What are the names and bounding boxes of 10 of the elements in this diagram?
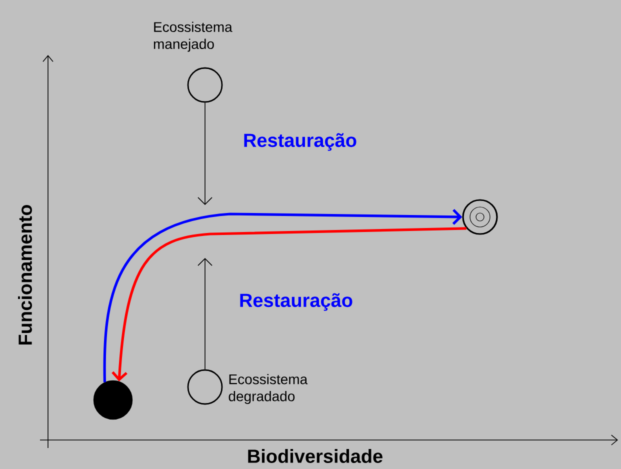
concentric-circle [462, 199, 498, 235]
node-label: Ecossistema manejado [154, 22, 232, 52]
node-label: Ecossistema degradado [228, 374, 308, 404]
edge-label: Restauração [238, 292, 354, 312]
edge-label: Restauração [242, 132, 358, 152]
arrow [198, 258, 212, 370]
axis-label: Funcionamento [18, 205, 32, 344]
axis-label: Biodiversidade [248, 449, 382, 463]
filled-circle [93, 380, 133, 420]
arrow [198, 102, 212, 205]
